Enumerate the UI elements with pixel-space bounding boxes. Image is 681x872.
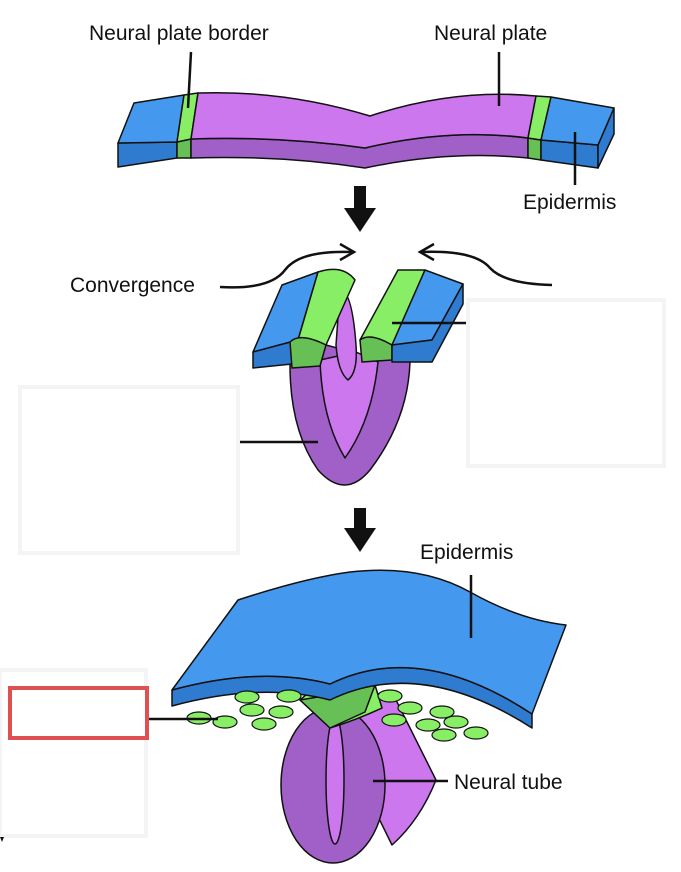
stage-2-neural-folds xyxy=(252,268,464,486)
convergence-arrowhead-left xyxy=(339,242,357,262)
left-fold-front-green xyxy=(289,336,327,369)
crest-cell xyxy=(377,689,403,703)
crest-cell xyxy=(239,703,265,717)
neural-tube-lumen xyxy=(325,715,345,845)
crest-cell xyxy=(251,717,277,731)
arrow-down-2 xyxy=(344,508,376,552)
epidermis-sheet-top xyxy=(171,569,567,715)
label-neural-plate: Neural plate xyxy=(434,22,547,45)
label-neural-plate-border: Neural plate border xyxy=(89,22,269,45)
corner-mark xyxy=(0,837,4,842)
crest-cell xyxy=(234,690,260,704)
crest-cell xyxy=(415,718,441,732)
epidermis-left-front xyxy=(117,141,178,168)
epidermis-right-top xyxy=(540,96,615,146)
crest-cell xyxy=(276,689,302,703)
crest-cell xyxy=(397,701,423,715)
stage-3-neural-tube xyxy=(171,569,567,864)
left-fold-border-top xyxy=(297,268,356,346)
crest-cell xyxy=(463,726,489,740)
neural-crest-cells xyxy=(186,689,489,742)
crest-cell xyxy=(431,728,457,742)
label-epidermis-top: Epidermis xyxy=(523,191,616,214)
label-epidermis-bottom: Epidermis xyxy=(420,541,513,564)
crest-cell xyxy=(443,715,469,729)
convergence-arrows xyxy=(219,250,553,289)
crest-cell xyxy=(268,705,294,719)
border-right-front xyxy=(527,137,542,161)
convergence-arrowhead-right xyxy=(417,242,435,262)
epidermis-left-top xyxy=(117,94,185,144)
label-convergence: Convergence xyxy=(70,274,195,297)
crest-cell xyxy=(381,713,407,727)
highlighted-label-box[interactable] xyxy=(8,686,149,740)
crest-cell xyxy=(212,715,238,729)
masked-panel-fills xyxy=(2,302,662,834)
leader-neural-plate-border xyxy=(186,51,193,109)
convergence-arrow-left xyxy=(219,250,353,289)
leader-lines xyxy=(148,51,577,783)
label-neural-tube: Neural tube xyxy=(454,771,563,794)
crest-cell xyxy=(429,705,455,719)
stage-1-neural-plate xyxy=(117,91,615,169)
arrow-down-1 xyxy=(344,186,376,232)
groove-inner xyxy=(319,351,379,459)
convergence-arrow-right xyxy=(421,250,553,287)
